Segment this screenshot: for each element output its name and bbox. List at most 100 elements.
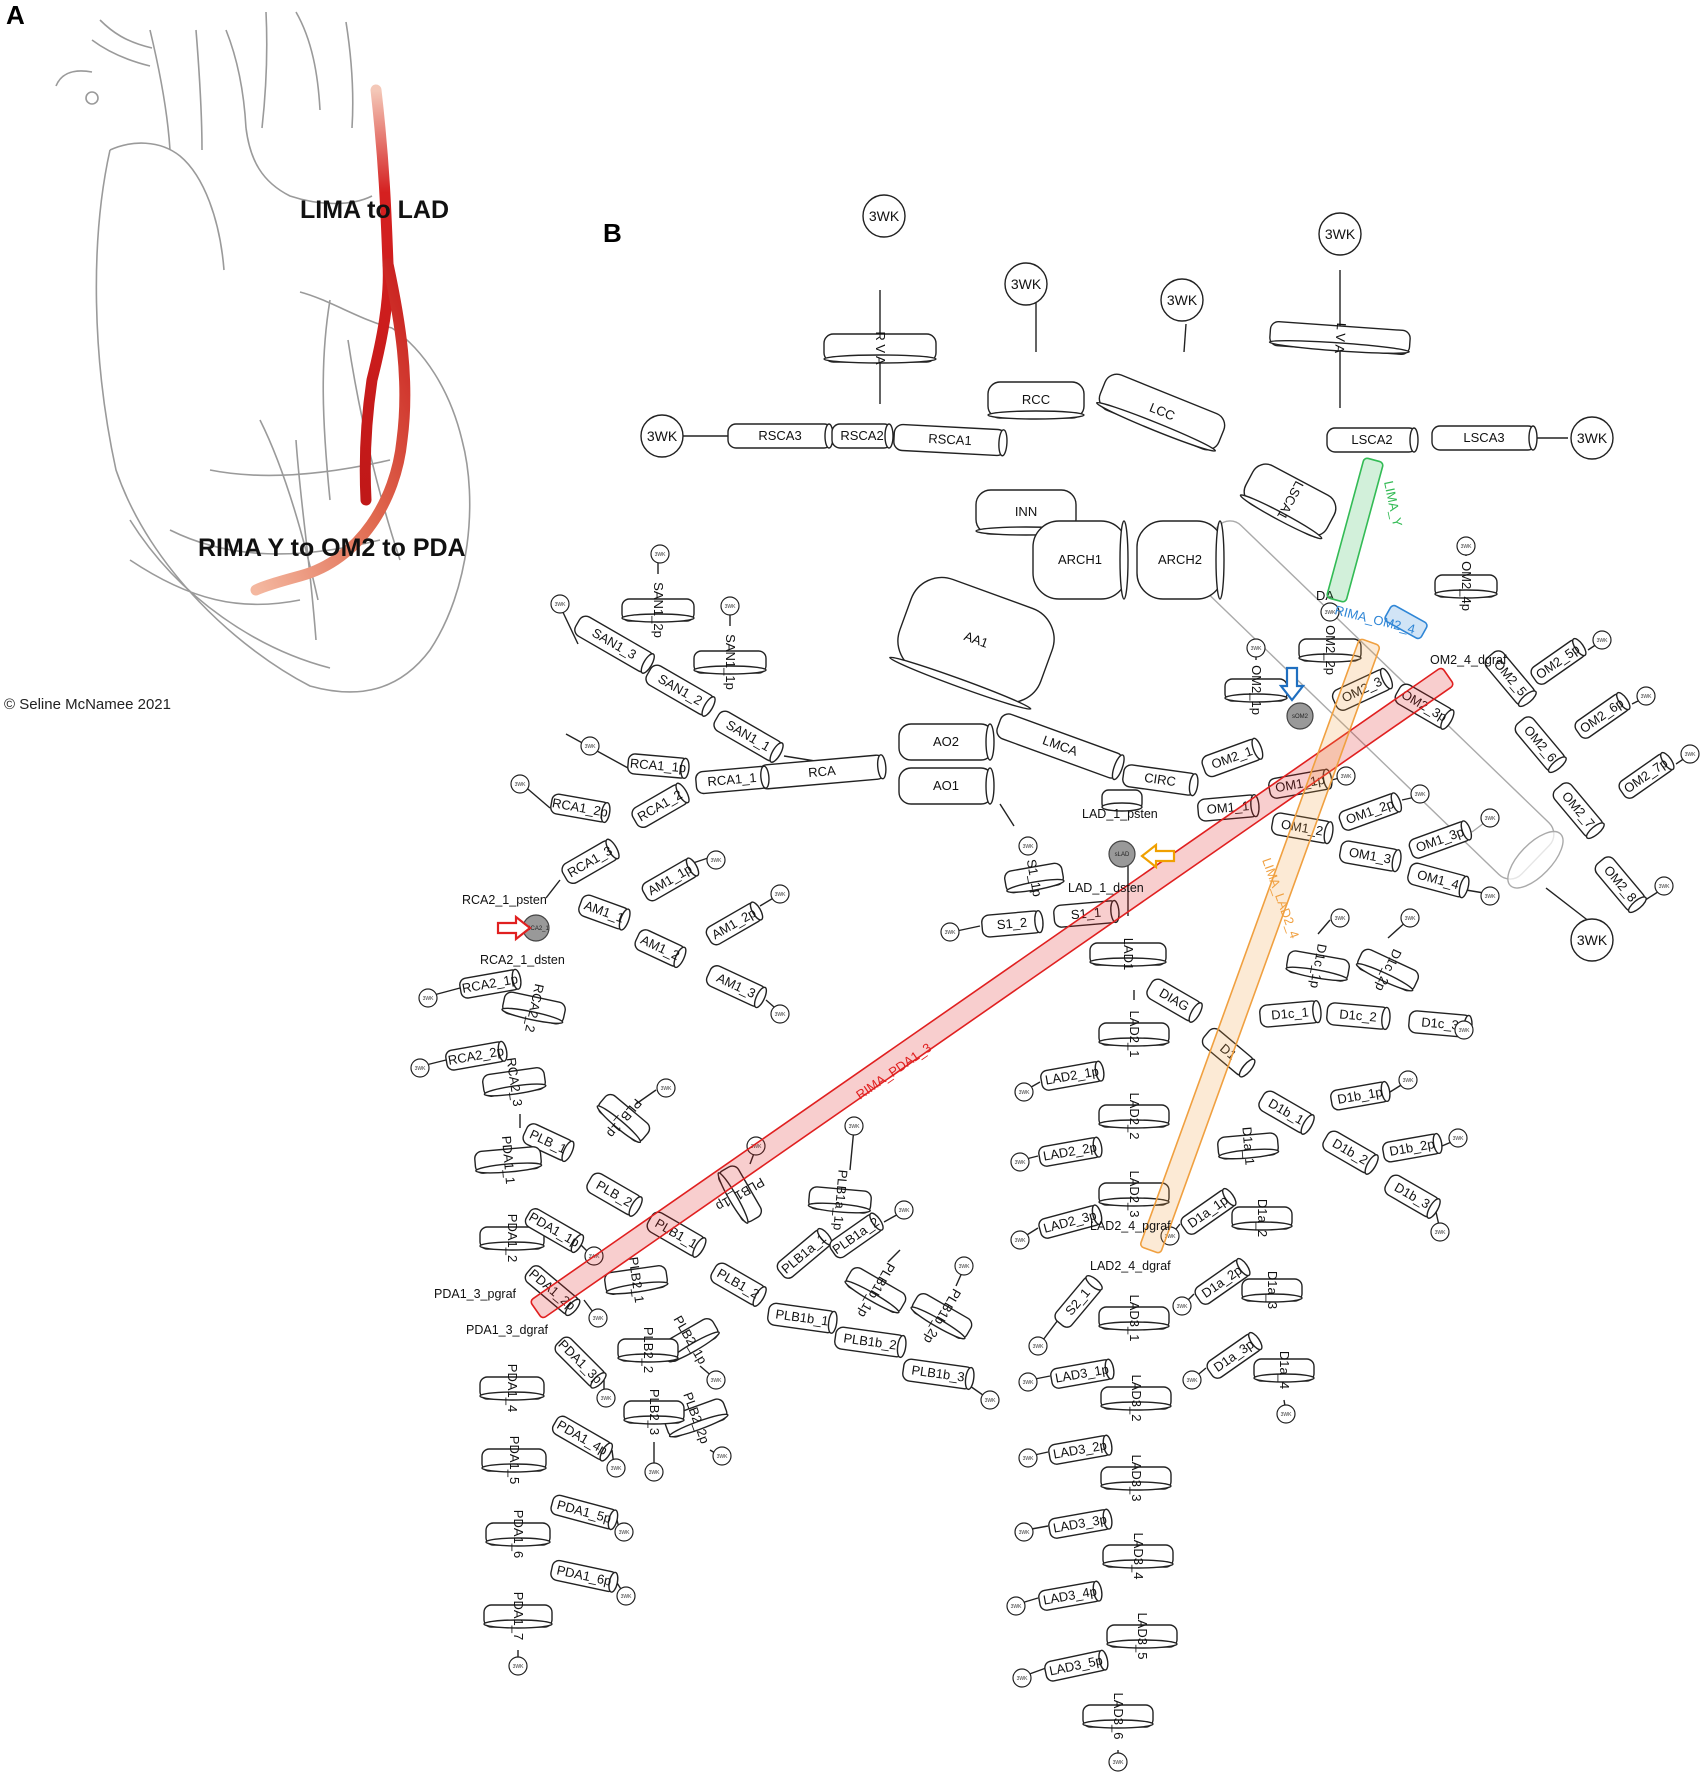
terminal-label: 3WK — [711, 858, 723, 864]
annotations: RCA2_1_pstenRCA2_1_dstenLAD_1_pstenLAD_1… — [434, 653, 1507, 1337]
terminal-label: 3WK — [1187, 1378, 1199, 1384]
terminal-3wk-small: 3WK — [410, 1058, 430, 1078]
terminal-label: 3WK — [649, 1470, 661, 1476]
segment-end — [1390, 792, 1403, 813]
segment-end — [869, 1212, 884, 1231]
segment-end — [701, 696, 716, 717]
segment-end — [910, 1306, 966, 1340]
segment-label: SAN1_2p — [651, 582, 666, 638]
segment-end — [1238, 1058, 1256, 1078]
terminal-3wk-small: 3WK — [510, 774, 530, 794]
vessel-segment-pda1_5p: PDA1_5p — [550, 1494, 619, 1531]
segment-end — [1215, 520, 1225, 600]
segment-end — [1241, 1293, 1303, 1303]
segment-label: OM2_1p — [1249, 665, 1264, 715]
graft-body — [1326, 457, 1384, 603]
terminal-3wk-small: 3WK — [1398, 1070, 1418, 1090]
terminal-3wk-small: 3WK — [770, 1004, 790, 1024]
terminal-3wk-small: 3WK — [596, 1388, 616, 1408]
graft-lima-y: LIMA_Y — [1326, 457, 1405, 603]
segment-label: D1a_3 — [1265, 1271, 1280, 1309]
terminal-label: 3WK — [1023, 844, 1035, 850]
terminal-3wk-small: 3WK — [606, 1458, 626, 1478]
segment-label: LAD3_1 — [1127, 1295, 1142, 1342]
segment-label: AO1 — [933, 778, 959, 793]
vessel-segment-pda1_3p: PDA1_3p — [554, 1336, 607, 1389]
segment-end — [561, 1140, 575, 1163]
terminal-circle — [1182, 1370, 1202, 1390]
segment-end — [501, 1007, 564, 1025]
terminal-circle — [1480, 886, 1500, 906]
terminal-label: 3WK — [513, 1664, 525, 1670]
vessel-aorta — [225, 11, 268, 129]
vessel-segment-lmca: LMCA — [996, 713, 1125, 781]
segment-end — [1615, 691, 1631, 711]
segment-end — [1106, 1639, 1178, 1649]
segment-label: R V A — [873, 331, 888, 365]
segment-end — [1434, 589, 1498, 599]
segment-label: PLB1b_1 — [775, 1306, 830, 1328]
terminal-circle — [410, 1058, 430, 1078]
vessel-segment-plb1a_1p: PLB1a_1p — [807, 1169, 872, 1231]
vessel-segment-plb_1p: PLB_1p — [596, 1093, 651, 1144]
segment-end — [1085, 1275, 1103, 1291]
segment-body — [1201, 738, 1263, 778]
segment-label: PDA1_2 — [505, 1214, 520, 1262]
segment-body — [834, 1326, 906, 1358]
vessel-segment-plb2_1: PLB2_1 — [604, 1256, 669, 1304]
terminal-label: 3WK — [1033, 1344, 1045, 1350]
terminal-circle — [1330, 908, 1350, 928]
vessel-segment-lsca1: LSCA1 — [1239, 463, 1337, 540]
vessel-segment-pda1_2: PDA1_2 — [479, 1214, 545, 1262]
vessel-segment-lad3_4: LAD3_4 — [1102, 1533, 1174, 1579]
segment-end — [680, 757, 690, 780]
terminal-label: 3WK — [621, 1594, 633, 1600]
terminal-label: 3WK — [1485, 894, 1497, 900]
terminal-circle — [1010, 1152, 1030, 1172]
vessel-segment-pda1_1: PDA1_1 — [474, 1135, 543, 1185]
arch-base — [245, 127, 373, 205]
terminal-3wk-small: 3WK — [720, 596, 740, 616]
terminal-3wk-small: 3WK — [706, 1370, 726, 1390]
vessel-segment-plb1b_2p: PLB1b_2p — [910, 1286, 973, 1346]
segment-end — [964, 1366, 975, 1391]
terminal-3wk-small: 3WK — [656, 1078, 676, 1098]
segment-end — [876, 754, 887, 780]
segment-end — [607, 1509, 619, 1531]
terminal-circle — [1592, 630, 1612, 650]
terminal-label: 3WK — [1415, 792, 1427, 798]
terminal-label: 3WK — [1459, 1028, 1471, 1034]
segment-label: LAD2_3 — [1127, 1171, 1142, 1218]
terminal-circle — [1160, 278, 1204, 322]
terminal-label: 3WK — [945, 930, 957, 936]
segment-end — [1221, 1187, 1237, 1207]
vessel-segment-om1_1: OM1_1 — [1197, 793, 1260, 822]
terminals: 3WK 3WK 3WK 3WK 3WK 3WK 3WK 3WK 3WK 3WK 3WK 3WK 3WK 3… — [410, 194, 1700, 1772]
terminal-circle — [1018, 1372, 1038, 1392]
terminal-label: 3WK — [1485, 816, 1497, 822]
segment-end — [1235, 1257, 1251, 1277]
terminal-label: 3WK — [1113, 1760, 1125, 1766]
terminal-label: 3WK — [775, 1012, 787, 1018]
segment-label: INN — [1015, 504, 1037, 519]
segment-end — [753, 986, 768, 1009]
graft-body — [1384, 604, 1428, 640]
segment-end — [1409, 427, 1419, 453]
terminal-circle — [940, 922, 960, 942]
segment-end — [1188, 1002, 1203, 1023]
connector-line — [545, 879, 561, 899]
segment-end — [475, 1162, 543, 1174]
vessel-segment-aa1: AA1 — [889, 576, 1055, 710]
vessel-segment-lad2_3: LAD2_3 — [1098, 1171, 1170, 1218]
segment-body — [902, 1358, 974, 1390]
arrow-red-icon — [496, 914, 532, 942]
terminal-label: 3WK — [1577, 430, 1608, 446]
terminal-3wk-small: 3WK — [1276, 1404, 1296, 1424]
segment-end — [1517, 690, 1537, 708]
segment-end — [985, 723, 995, 761]
segment-end — [1102, 1508, 1113, 1530]
vessel-segment-pda1_4p: PDA1_4p — [551, 1415, 614, 1462]
segment-end — [673, 946, 687, 969]
graft-label-lima-lad: LIMA to LAD — [300, 196, 449, 224]
